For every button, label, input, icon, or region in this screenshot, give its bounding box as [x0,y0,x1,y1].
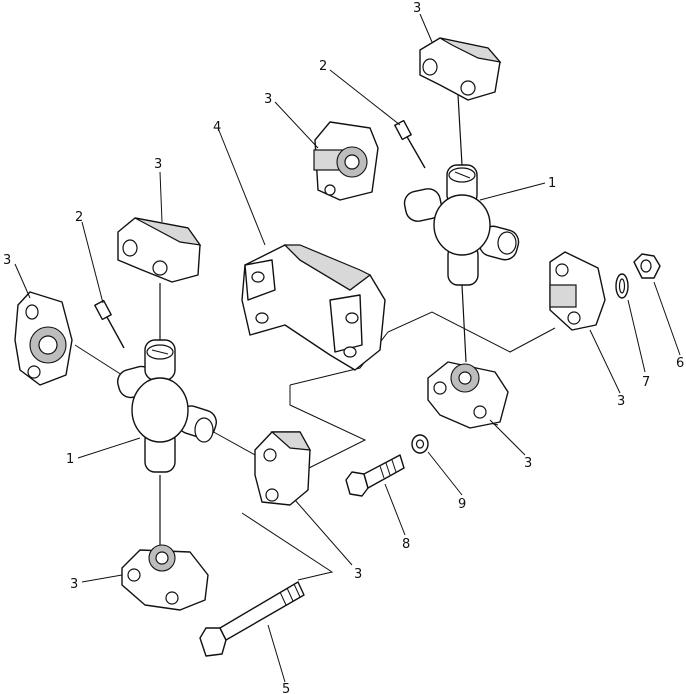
callout-3-far-left: 3 [3,253,11,268]
callout-2-right: 2 [319,59,327,74]
axis-right-bottom [461,284,467,363]
callout-3-upper-left: 3 [154,157,162,172]
leader-lines [14,13,681,683]
callout-3-right: 3 [617,394,625,409]
callout-3-upper-center: 3 [264,92,272,107]
bearing-cap-upper-center [313,121,379,201]
callout-1-left: 1 [66,452,74,467]
callout-9: 9 [458,497,466,512]
spider-cross-right-1 [403,164,520,286]
lock-nut-6 [633,253,661,279]
long-bolt-5 [199,581,305,657]
bearing-cap-far-left [14,291,73,386]
callout-2-left: 2 [75,210,83,225]
bearing-cap-lower-right [427,361,509,429]
callout-7: 7 [642,375,650,390]
lock-washer-7 [615,273,629,299]
spider-cross-left-1 [116,339,217,473]
assembly-line-left-to-right [289,311,556,386]
callout-3-top: 3 [413,1,421,16]
assembly-lines [74,94,556,581]
callout-3-center-lower: 3 [354,567,362,582]
washer-9 [411,434,429,454]
bolt-8 [345,454,405,497]
yoke-bar-4 [241,244,386,371]
callout-5: 5 [282,682,290,694]
callout-1-right: 1 [548,176,556,191]
callout-3-bottom-left: 3 [70,577,78,592]
callout-labels: 1 1 2 2 3 3 3 3 3 3 3 3 4 5 6 7 8 9 [3,1,684,694]
axis-left-right [209,429,256,456]
assembly-line-bolt [241,512,334,581]
callout-8: 8 [402,537,410,552]
bearing-cap-right [549,251,606,331]
callout-6: 6 [676,356,684,371]
bearing-cap-top-right [419,37,502,101]
callout-4: 4 [213,120,221,135]
grease-fitting-left-2 [94,299,125,349]
axis-right-top [457,94,463,166]
bearing-cap-upper-left [117,217,202,283]
grease-fitting-right-2 [394,119,426,169]
axis-left-side [74,344,123,376]
bearing-cap-center-lower [254,431,312,506]
bearing-cap-bottom-left [121,544,209,611]
assembly-line-center [289,385,367,476]
callout-3-lower-right: 3 [524,456,532,471]
